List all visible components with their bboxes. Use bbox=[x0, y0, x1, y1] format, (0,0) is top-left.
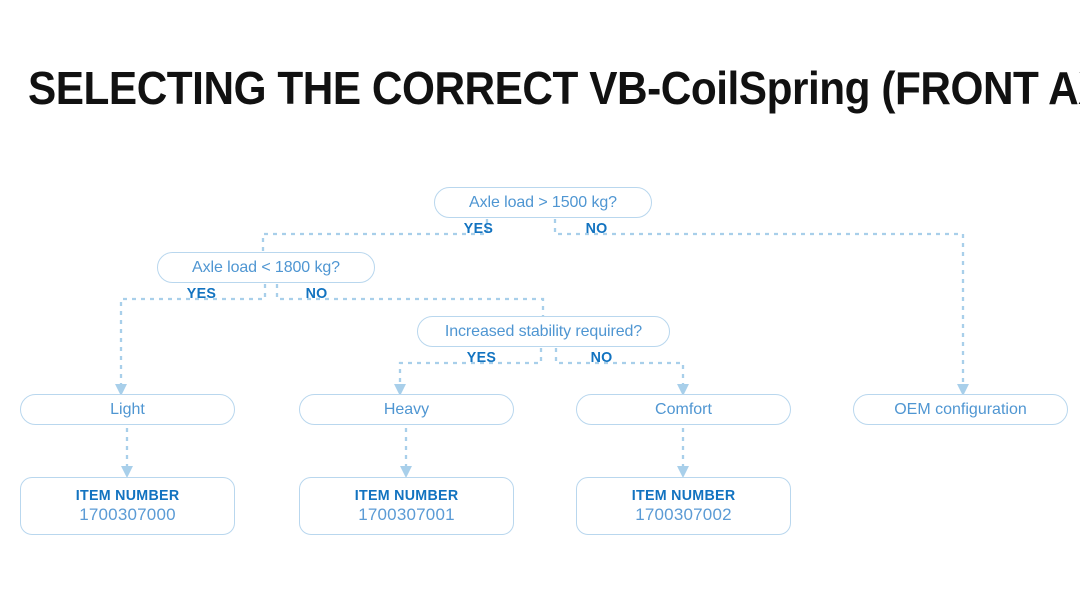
branch-label-d1-yes: YES bbox=[463, 220, 494, 237]
outcome-label: Light bbox=[110, 400, 145, 418]
item-number-card-heavy[interactable]: ITEM NUMBER 1700307001 bbox=[299, 477, 514, 535]
edge-d3-no bbox=[554, 348, 689, 396]
item-number-card-light[interactable]: ITEM NUMBER 1700307000 bbox=[20, 477, 235, 535]
decision-label: Axle load > 1500 kg? bbox=[469, 193, 617, 211]
outcome-node-heavy[interactable]: Heavy bbox=[299, 394, 514, 425]
item-number-caption: ITEM NUMBER bbox=[631, 487, 736, 504]
branch-label-d3-yes: YES bbox=[466, 349, 497, 366]
outcome-label: Heavy bbox=[383, 400, 430, 418]
decision-label: Increased stability required? bbox=[444, 322, 643, 340]
item-number-value: 1700307001 bbox=[358, 505, 455, 524]
branch-label-d1-no: NO bbox=[585, 220, 608, 237]
item-number-value: 1700307002 bbox=[635, 505, 732, 524]
outcome-label: OEM configuration bbox=[894, 400, 1027, 418]
decision-label: Axle load < 1800 kg? bbox=[192, 258, 340, 276]
outcome-node-light[interactable]: Light bbox=[20, 394, 235, 425]
edge-d1-yes bbox=[261, 219, 489, 252]
branch-label-d2-no: NO bbox=[305, 285, 328, 302]
decision-node-axle-load-1800[interactable]: Axle load < 1800 kg? bbox=[157, 252, 375, 283]
decision-node-axle-load-1500[interactable]: Axle load > 1500 kg? bbox=[434, 187, 652, 218]
item-number-value: 1700307000 bbox=[79, 505, 176, 524]
branch-label-d3-no: NO bbox=[590, 349, 613, 366]
decision-node-increased-stability[interactable]: Increased stability required? bbox=[417, 316, 670, 347]
item-number-caption: ITEM NUMBER bbox=[75, 487, 180, 504]
edge-d1-no bbox=[553, 219, 969, 396]
item-number-card-comfort[interactable]: ITEM NUMBER 1700307002 bbox=[576, 477, 791, 535]
outcome-label: Comfort bbox=[655, 400, 712, 418]
page-title: SELECTING THE CORRECT VB-CoilSpring (FRO… bbox=[28, 62, 1080, 114]
outcome-node-comfort[interactable]: Comfort bbox=[576, 394, 791, 425]
branch-label-d2-yes: YES bbox=[186, 285, 217, 302]
item-number-caption: ITEM NUMBER bbox=[354, 487, 459, 504]
outcome-node-oem-configuration[interactable]: OEM configuration bbox=[853, 394, 1068, 425]
